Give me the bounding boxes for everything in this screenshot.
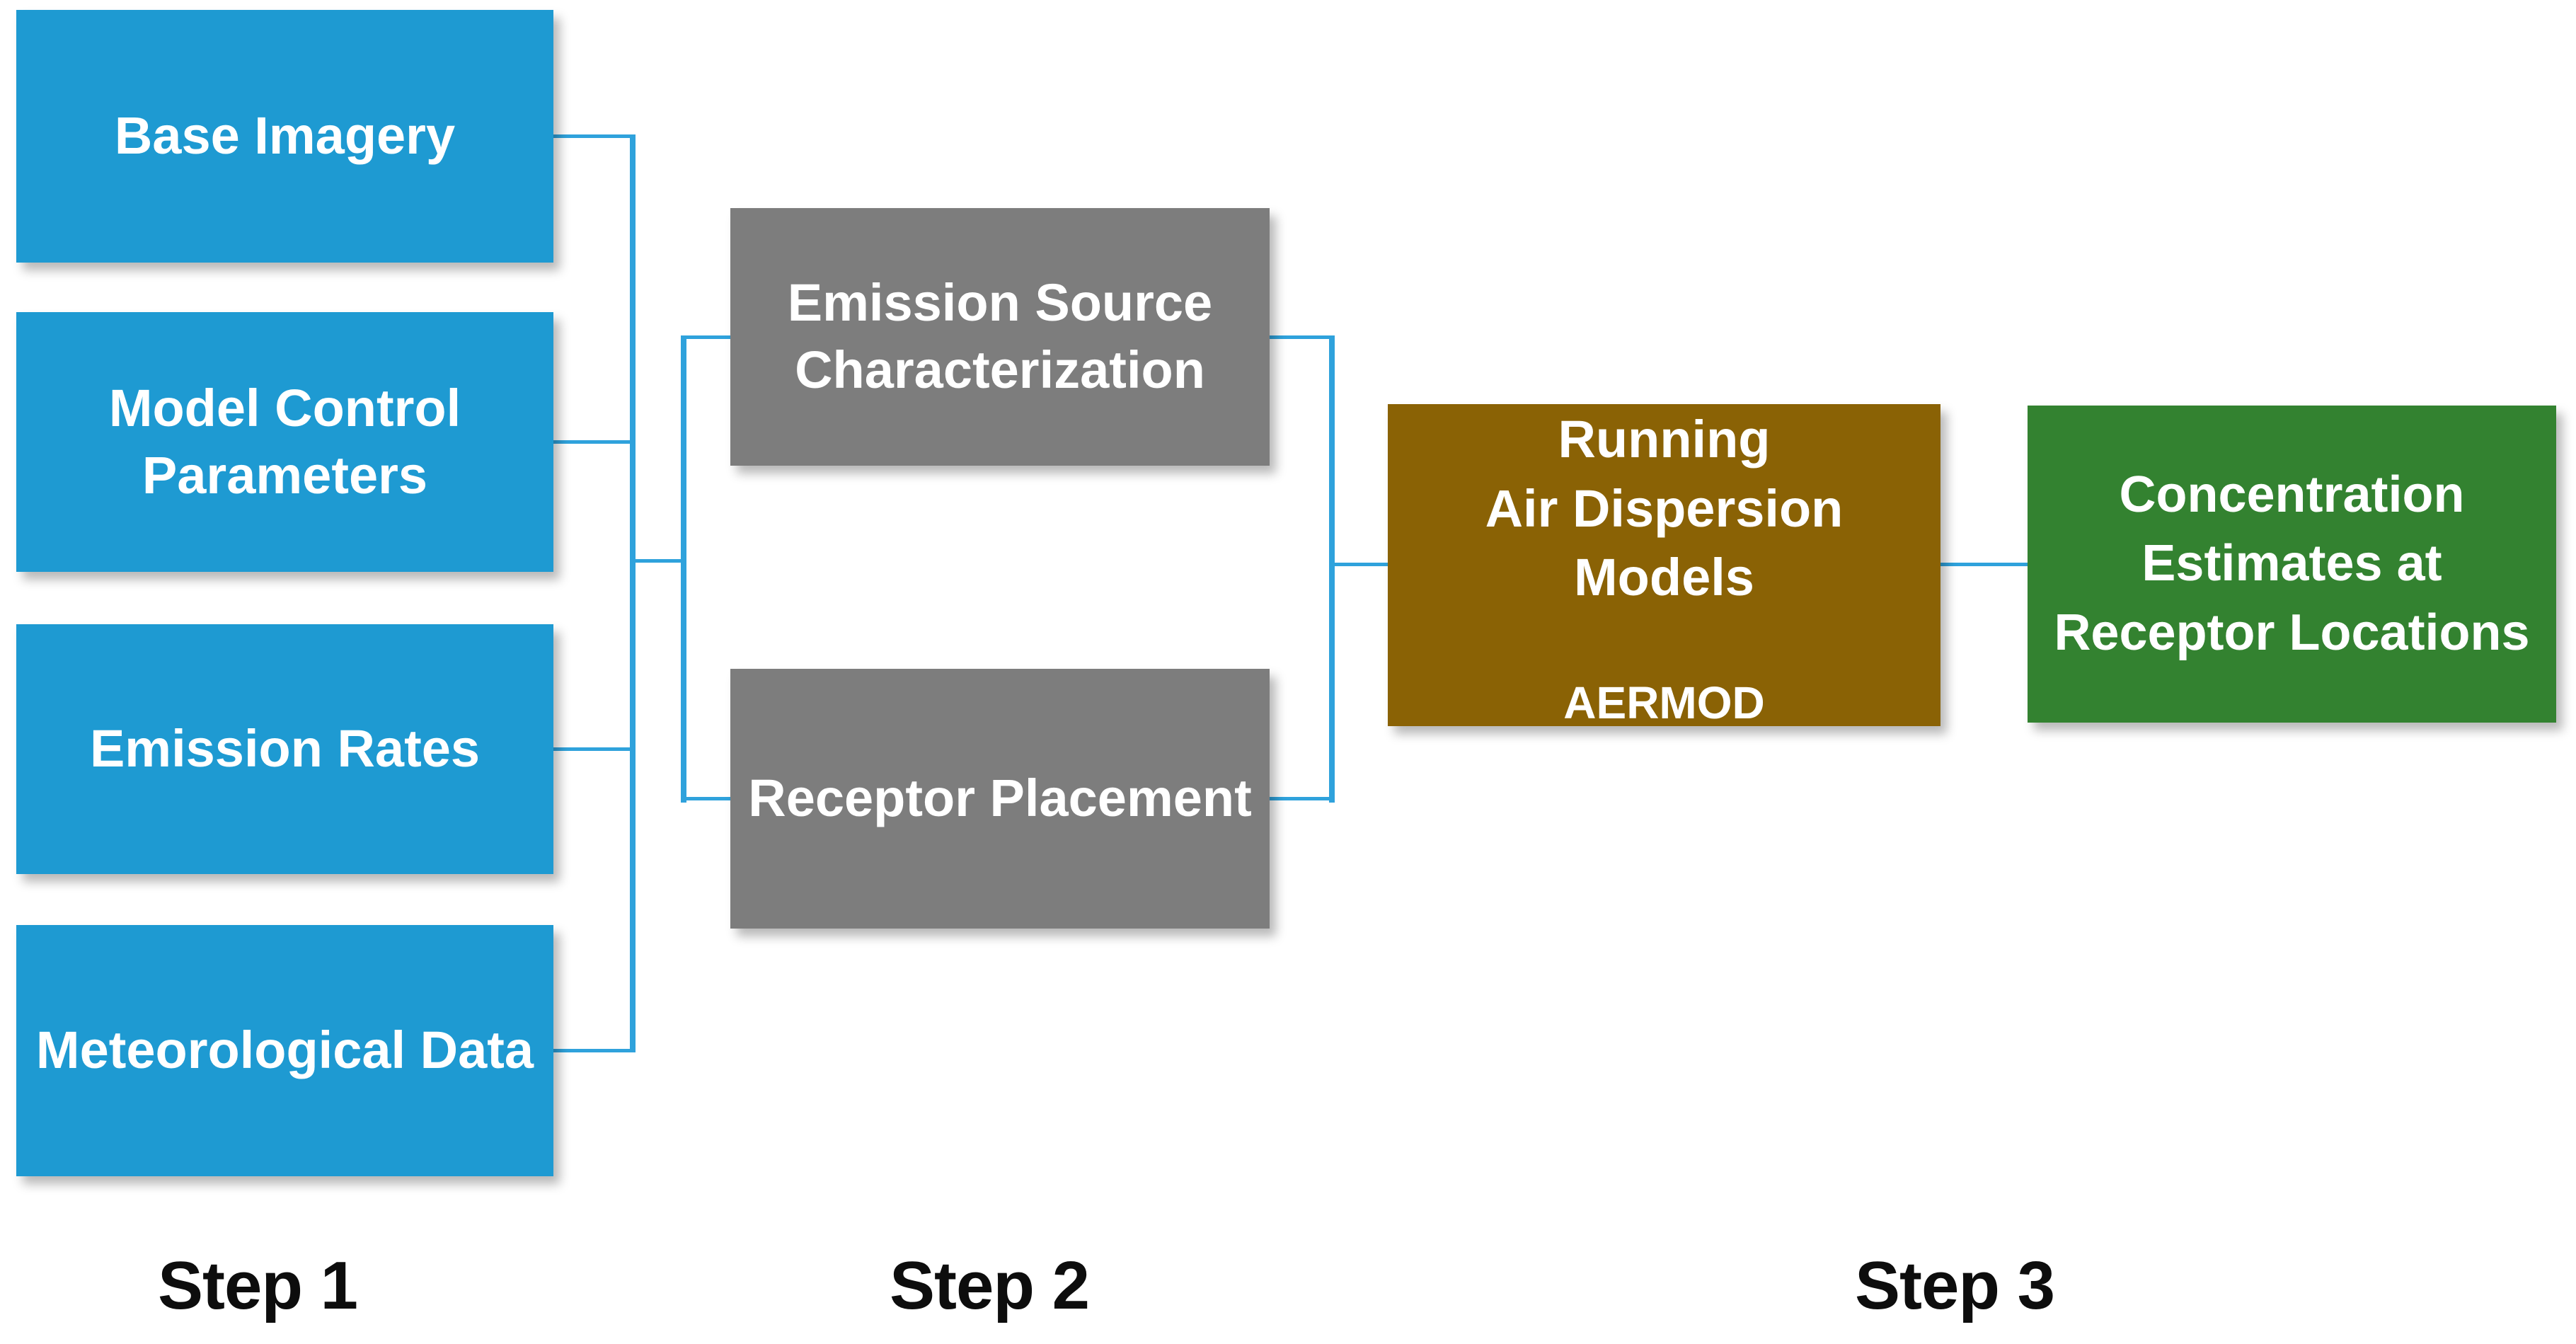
connector-base-imagery-stub xyxy=(553,134,633,138)
step-3-label: Step 3 xyxy=(1854,1248,2055,1323)
node-base-imagery: Base Imagery xyxy=(16,10,553,263)
node-running-air-dispersion-models-title: Running Air Dispersion Models xyxy=(1485,409,1844,607)
connector-model-control-stub xyxy=(553,440,633,444)
node-receptor-placement-label: Receptor Placement xyxy=(748,769,1252,828)
connector-step2-right-vertical-bus xyxy=(1329,335,1335,803)
node-model-control-parameters: Model Control Parameters xyxy=(16,312,553,572)
connector-step2-to-model-bridge xyxy=(1329,563,1388,566)
node-concentration-estimates: Concentration Estimates at Receptor Loca… xyxy=(2028,406,2556,723)
connector-emission-source-right-stub xyxy=(1270,335,1329,339)
node-concentration-estimates-label: Concentration Estimates at Receptor Loca… xyxy=(2054,466,2530,661)
node-receptor-placement: Receptor Placement xyxy=(730,669,1270,929)
connector-emission-source-left-stub xyxy=(681,335,730,339)
connector-meteorological-data-stub xyxy=(553,1049,633,1052)
connector-step2-left-vertical-bus xyxy=(681,335,686,803)
step-1-label: Step 1 xyxy=(157,1248,358,1323)
connector-receptor-placement-left-stub xyxy=(681,797,730,800)
step-2-label: Step 2 xyxy=(889,1248,1090,1323)
node-meteorological-data: Meteorological Data xyxy=(16,925,553,1176)
connector-step1-vertical-bus xyxy=(630,134,636,1052)
node-emission-rates: Emission Rates xyxy=(16,624,553,874)
node-emission-source-characterization-label: Emission Source Characterization xyxy=(787,273,1213,399)
node-base-imagery-label: Base Imagery xyxy=(114,106,456,166)
node-model-control-parameters-label: Model Control Parameters xyxy=(108,378,461,505)
node-aermod-subtitle: AERMOD xyxy=(1563,677,1765,728)
connector-model-to-output-bridge xyxy=(1940,563,2028,566)
node-meteorological-data-label: Meteorological Data xyxy=(35,1021,534,1080)
connector-step1-to-step2-bridge xyxy=(630,559,686,563)
node-emission-rates-label: Emission Rates xyxy=(89,719,481,779)
connector-receptor-placement-right-stub xyxy=(1270,797,1329,800)
connector-emission-rates-stub xyxy=(553,747,633,751)
node-running-air-dispersion-models: Running Air Dispersion Models AERMOD xyxy=(1388,404,1940,726)
node-emission-source-characterization: Emission Source Characterization xyxy=(730,208,1270,466)
